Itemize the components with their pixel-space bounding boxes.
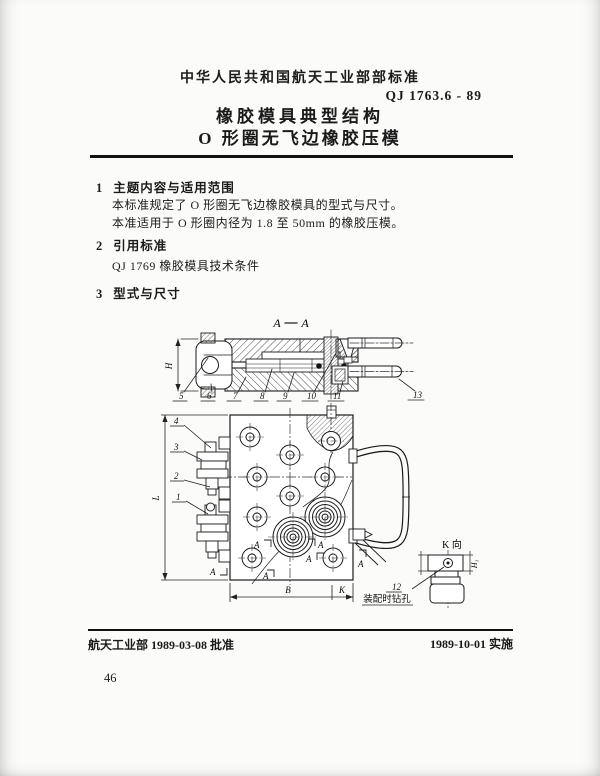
technical-figure: A A H xyxy=(151,316,479,608)
part-label-1: 1 xyxy=(176,492,181,502)
implementation-line: 1989-10-01 实施 xyxy=(430,637,513,651)
document-title-line1: 橡胶模具典型结构 xyxy=(216,107,384,126)
section-view-label-right: A xyxy=(300,316,309,330)
plan-view: L xyxy=(151,403,410,602)
o-ring-section-left xyxy=(316,363,322,369)
plan-part-numbers: 4 3 2 1 xyxy=(173,416,181,502)
k-detail-body xyxy=(427,554,465,604)
dim-label-k: K xyxy=(338,585,346,595)
clamp-part xyxy=(195,340,233,390)
break-line xyxy=(302,451,334,508)
dim-label-h1: H₁ xyxy=(470,560,479,570)
k-detail-dims xyxy=(418,551,473,575)
section-1-number: 1 xyxy=(96,181,104,195)
section-mark-a1: A xyxy=(253,540,260,550)
k-view-label: K 向 xyxy=(442,538,462,551)
o-ring-cavity-lower xyxy=(268,512,318,562)
section-view-label-left: A xyxy=(272,316,281,330)
part-label-9: 9 xyxy=(283,391,288,401)
dimension-b-k xyxy=(229,583,354,602)
dimension-l xyxy=(161,414,228,581)
part-label-2: 2 xyxy=(174,471,179,481)
k-view-detail: K 向 H₁ 12 装配时钻 xyxy=(362,538,479,608)
section-3-number: 3 xyxy=(96,287,104,301)
dim-label-b: B xyxy=(285,585,291,595)
page-number: 46 xyxy=(104,671,117,685)
left-clamp-upper xyxy=(196,436,231,500)
section-2-title: 引用标准 xyxy=(113,239,168,253)
dim-label-h: H xyxy=(164,362,174,370)
handle-rods xyxy=(347,337,414,378)
footer-rule xyxy=(88,629,513,631)
assembly-note-leader xyxy=(411,566,445,590)
section-mark-a3: A xyxy=(305,554,312,564)
section-3-heading: 3 型式与尺寸 xyxy=(96,283,181,302)
section-mark-a2: A xyxy=(317,540,324,550)
header-rule xyxy=(90,155,513,158)
section-mark-a4: A xyxy=(357,559,364,569)
left-clamp-lower xyxy=(196,499,231,563)
section-letter-marks: A A A A A A xyxy=(209,538,367,581)
o-ring-cavity-upper xyxy=(300,492,350,542)
document-title-line2: O 形圈无飞边橡胶压模 xyxy=(198,129,402,148)
part-label-4: 4 xyxy=(174,416,179,426)
part-label-11: 11 xyxy=(333,391,341,401)
section-mark-a5: A xyxy=(209,567,216,577)
section-part-leaders xyxy=(172,352,425,402)
latch-piece xyxy=(352,528,387,566)
section-part-numbers: 5 6 7 8 9 10 11 13 xyxy=(179,390,423,401)
approval-line: 航天工业部 1989-03-08 批准 xyxy=(88,638,234,652)
clamp-screws xyxy=(200,332,216,398)
part-label-3: 3 xyxy=(173,442,179,452)
section-1-paragraph-1: 本标准规定了 O 形圈无飞边橡胶模具的型式与尺寸。 xyxy=(112,198,404,212)
part-label-12: 12 xyxy=(392,582,402,592)
dim-label-l: L xyxy=(151,495,161,501)
section-1-title: 主题内容与适用范围 xyxy=(113,181,235,195)
section-2-number: 2 xyxy=(96,239,104,253)
section-1-heading: 1 主题内容与适用范围 xyxy=(96,177,235,196)
assembly-note-text: 装配时钻孔 xyxy=(363,593,411,605)
lock-block xyxy=(331,365,349,385)
part-label-5: 5 xyxy=(179,391,184,401)
section-2-paragraph-1: QJ 1769 橡胶模具技术条件 xyxy=(112,259,260,273)
ministry-standard-line: 中华人民共和国航天工业部部标准 xyxy=(180,71,420,86)
section-mark-a6: A xyxy=(262,571,269,581)
part-label-13: 13 xyxy=(413,390,423,400)
part-label-8: 8 xyxy=(260,391,265,401)
standard-number: QJ 1763.6 - 89 xyxy=(385,88,482,103)
section-view-a-a: A A H xyxy=(164,316,425,402)
hole-pattern xyxy=(236,423,347,572)
part-label-10: 10 xyxy=(307,391,317,401)
section-1-paragraph-2: 本准适用于 O 形圈内径为 1.8 至 50mm 的橡胶压模。 xyxy=(112,216,404,230)
part-label-6: 6 xyxy=(207,391,212,401)
section-3-title: 型式与尺寸 xyxy=(113,287,181,301)
part-label-7: 7 xyxy=(233,391,238,401)
section-2-heading: 2 引用标准 xyxy=(96,235,167,254)
plan-part-leaders xyxy=(170,424,212,515)
dimension-h xyxy=(175,338,199,392)
